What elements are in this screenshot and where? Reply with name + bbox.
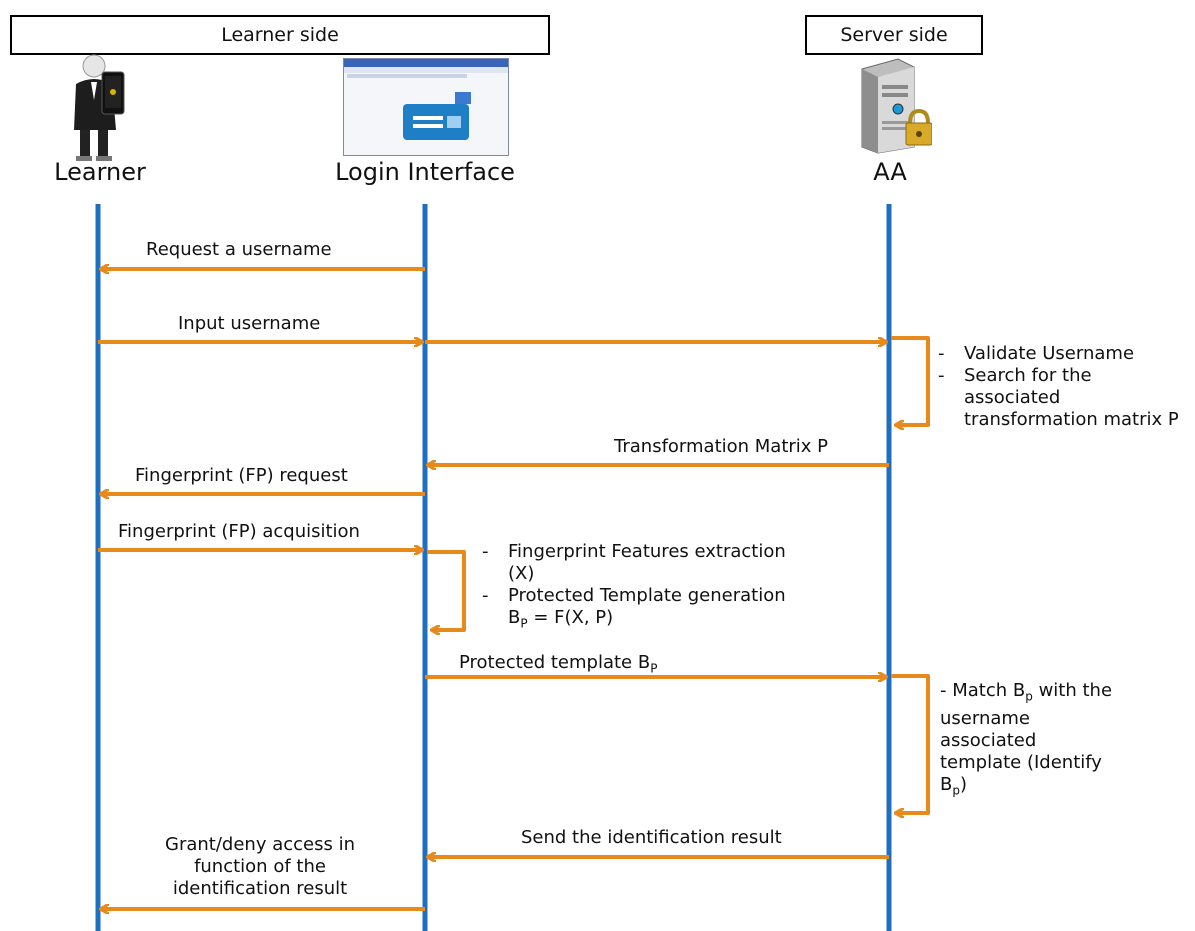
arrow-self-extract	[427, 550, 466, 630]
actor-learner: Learner	[54, 158, 146, 186]
msg-grant-deny-line2: function of the	[194, 856, 326, 877]
server-side-box: Server side	[805, 15, 983, 55]
msg-identification-result: Send the identification result	[521, 827, 782, 848]
actor-login-interface: Login Interface	[335, 158, 515, 186]
arrow-self-validate	[891, 336, 930, 425]
note-match-line5a: B	[940, 773, 953, 795]
note-validate-dash1: -	[938, 343, 945, 364]
server-with-lock-icon	[861, 58, 932, 154]
msg-fp-acquisition: Fingerprint (FP) acquisition	[118, 521, 360, 542]
note-validate-line4: transformation matrix P	[964, 409, 1179, 430]
server-side-label: Server side	[840, 24, 948, 46]
msg-protected-template-sub: P	[650, 661, 658, 676]
note-extract-line2: (X)	[508, 563, 535, 584]
msg-grant-deny-line1: Grant/deny access in	[165, 834, 355, 855]
learner-side-label: Learner side	[221, 24, 339, 46]
note-match-line5-sub: p	[952, 783, 960, 798]
actor-aa: AA	[873, 158, 907, 186]
arrow-self-match	[891, 674, 930, 813]
msg-fp-request: Fingerprint (FP) request	[135, 465, 348, 486]
msg-transformation-matrix: Transformation Matrix P	[614, 436, 829, 457]
msg-input-username: Input username	[178, 313, 321, 334]
note-extract-line4b: = F(X, P)	[527, 607, 614, 628]
note-extract-line3: Protected Template generation	[508, 585, 786, 606]
note-match-line2: username	[940, 707, 1030, 729]
note-match: - Match Bp with the username associated …	[940, 680, 1112, 801]
note-extract-line4-sub: P	[520, 616, 528, 631]
msg-protected-template: Protected template BP	[459, 652, 657, 676]
note-validate-line1: Validate Username	[964, 343, 1135, 364]
msg-grant-deny-line3: identification result	[172, 878, 348, 899]
note-validate-dash2: -	[938, 365, 945, 386]
businessman-with-phone-icon	[74, 54, 125, 161]
msg-protected-template-text: Protected template B	[459, 652, 651, 673]
note-validate-line3: associated	[964, 387, 1061, 408]
note-match-line1a: - Match B	[940, 680, 1026, 701]
note-match-line5b: )	[959, 773, 968, 795]
note-validate: -Validate Username -Search for the assoc…	[938, 343, 1179, 431]
msg-grant-deny: Grant/deny access in function of the ide…	[130, 834, 390, 900]
msg-request-username: Request a username	[146, 239, 332, 260]
note-extract-line4a: B	[508, 607, 521, 628]
note-match-line4: template (Identify	[940, 751, 1102, 773]
note-match-line1-sub: p	[1025, 689, 1033, 704]
note-extract: -Fingerprint Features extraction (X) -Pr…	[482, 541, 786, 635]
note-extract-dash1: -	[482, 541, 489, 562]
note-match-line1b: with the	[1032, 680, 1113, 701]
note-extract-dash2: -	[482, 585, 489, 606]
learner-side-box: Learner side	[10, 15, 550, 55]
login-window-screenshot-icon	[343, 58, 509, 156]
note-extract-line1: Fingerprint Features extraction	[508, 541, 786, 562]
note-match-line3: associated	[940, 729, 1037, 751]
note-validate-line2: Search for the	[964, 365, 1092, 386]
